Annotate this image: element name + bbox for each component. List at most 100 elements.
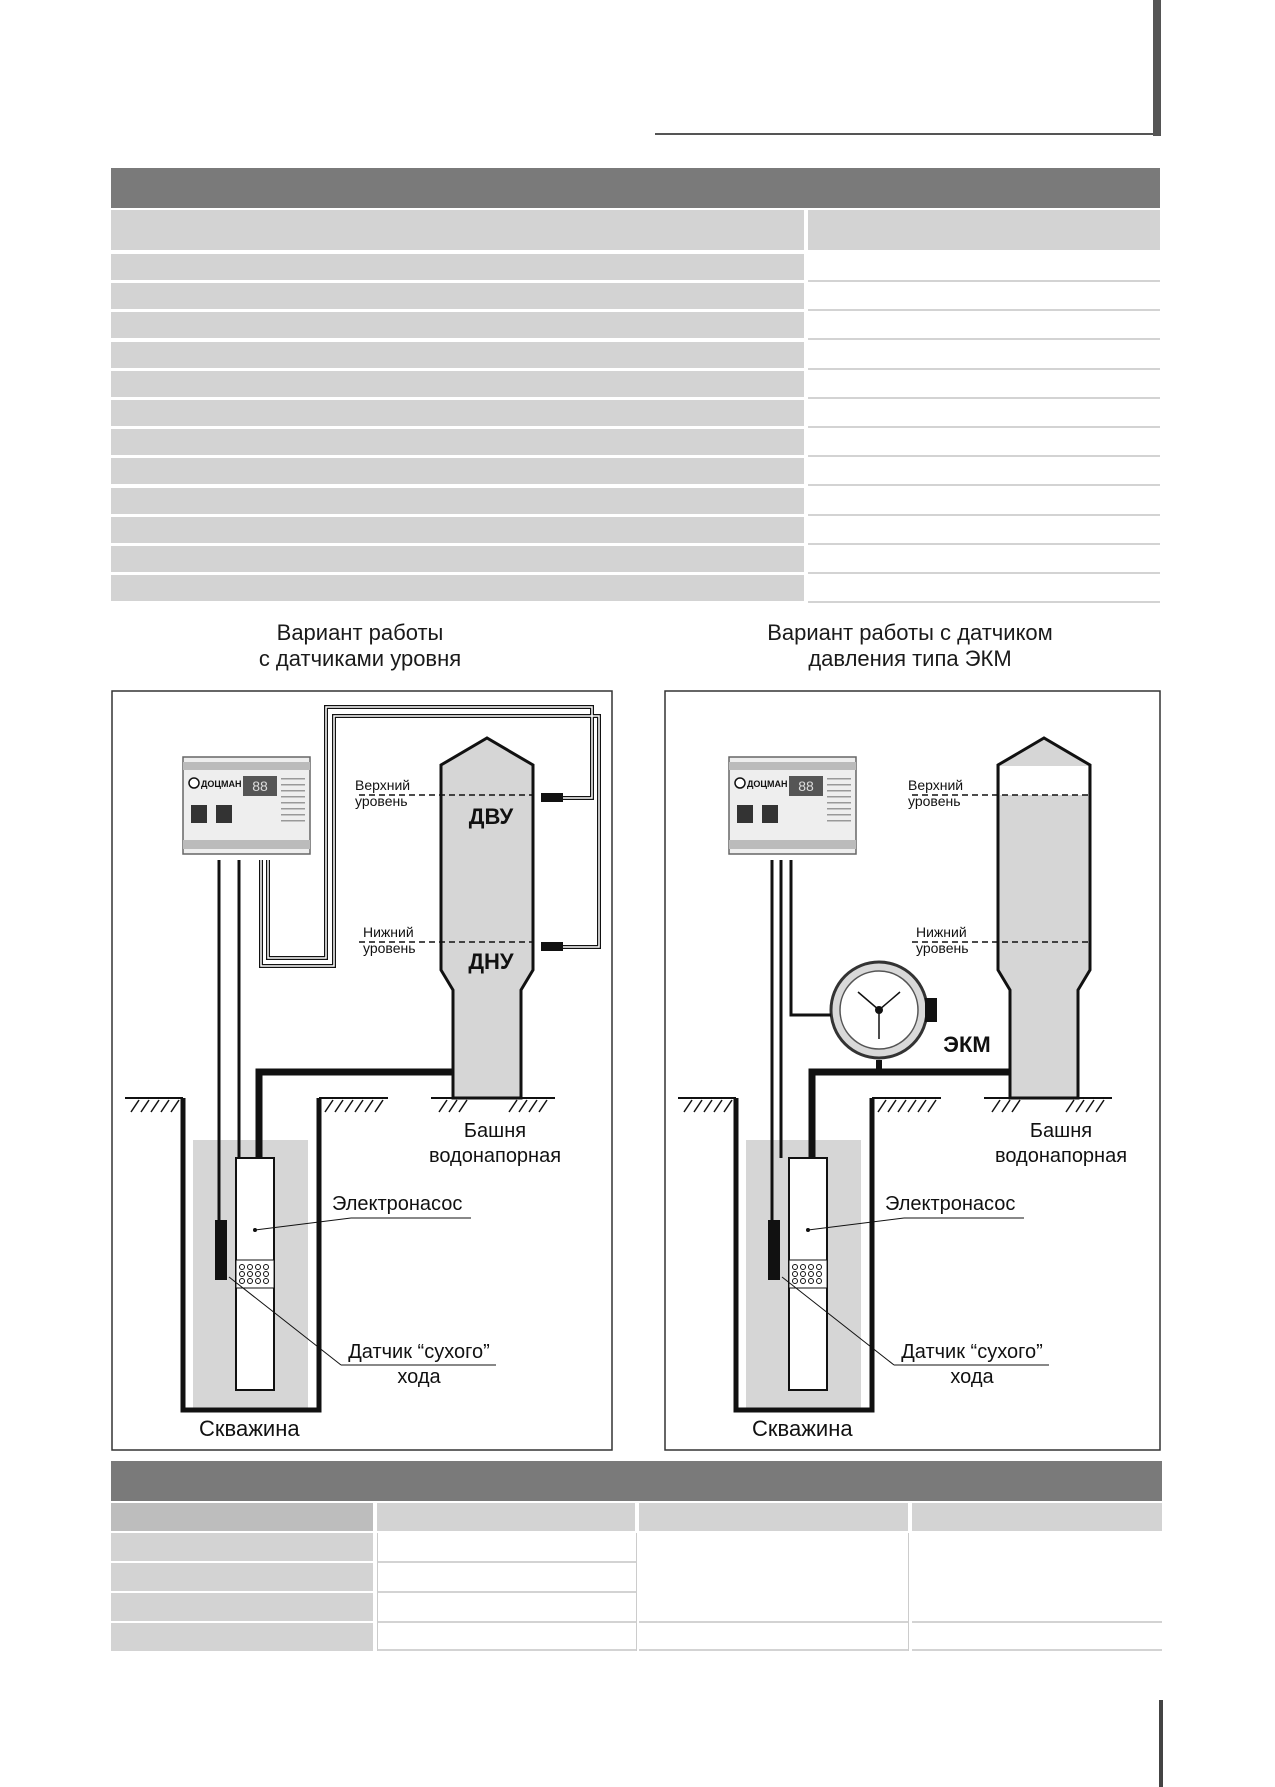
water-tower — [439, 736, 535, 1100]
pressure-sensor-label: ЭКМ — [943, 1032, 990, 1057]
bottom-table-subheader-3 — [639, 1503, 908, 1531]
pump-callout-dot — [253, 1228, 257, 1232]
caption-left-line2: с датчиками уровня — [258, 646, 462, 671]
bottom-table — [111, 1461, 1162, 1651]
top-table-row-label — [111, 546, 804, 572]
top-table-row-value — [808, 458, 1160, 487]
well-walls — [180, 1098, 322, 1413]
device-brand: ДОЦМАН — [201, 779, 241, 789]
dry-run-label-2: хода — [950, 1366, 994, 1388]
pump-callout-dot — [806, 1228, 810, 1232]
bottom-row-1-label — [111, 1533, 373, 1561]
device-display — [243, 776, 277, 796]
intake-holes — [792, 1264, 822, 1284]
upper-level-label: Верхний уровень — [908, 777, 963, 809]
top-table-row-label — [111, 458, 804, 485]
bottom-col3-cells — [639, 1533, 909, 1651]
top-table-row-value — [808, 516, 1160, 545]
lower-level-label-1: Нижний — [363, 924, 414, 940]
top-table-row-value — [808, 400, 1160, 428]
dry-run-sensor — [215, 1220, 227, 1280]
pump-label: Электронасос — [885, 1193, 1015, 1215]
top-table-row-label — [111, 341, 804, 368]
caption-left: Вариант работы с датчиками уровня — [160, 620, 560, 672]
diagram-pressure-sensor: ДОЦМАН 88 Верхний уровень Нижний уровень… — [664, 690, 1161, 1451]
bottom-table-subheader-1 — [111, 1503, 373, 1531]
top-table-row-value — [808, 546, 1160, 574]
water-tower — [996, 736, 1092, 1100]
top-table-header — [111, 168, 1160, 208]
device-display-value: 88 — [798, 778, 814, 794]
dry-run-sensor — [768, 1220, 780, 1280]
pump-label: Электронасос — [332, 1193, 462, 1215]
delivery-pipe — [255, 1068, 453, 1160]
top-table-row-value — [808, 341, 1160, 370]
well-label: Скважина — [752, 1416, 853, 1441]
bottom-row-3-label — [111, 1593, 373, 1621]
tower-label-1: Башня — [1030, 1120, 1092, 1142]
gauge-center — [875, 1006, 883, 1014]
pump-callout — [254, 1217, 352, 1231]
caption-left-line1: Вариант работы — [276, 620, 444, 645]
diagram-level-sensors: ДОЦМАН 88 Верхний уровень Нижний уровень… — [111, 690, 613, 1451]
gauge-needles — [857, 991, 901, 1039]
bottom-row-4-label — [111, 1623, 373, 1651]
dry-run-label-1: Датчик “сухого” — [901, 1341, 1042, 1363]
dry-run-label-1: Датчик “сухого” — [348, 1341, 489, 1363]
bottom-table-header — [111, 1461, 1162, 1501]
tower-air-space — [1000, 766, 1088, 795]
top-table-row-value — [808, 312, 1160, 341]
dry-run-label-2: хода — [397, 1366, 441, 1388]
upper-sensor-label: ДВУ — [469, 804, 514, 829]
lower-sensor-label: ДНУ — [468, 949, 514, 974]
bottom-table-subheader-2 — [377, 1503, 635, 1531]
device-button-1 — [737, 805, 753, 823]
bottom-edge-mark — [1159, 1700, 1163, 1787]
sensor-callout — [228, 1276, 342, 1366]
tower-label-2: водонапорная — [995, 1145, 1127, 1167]
bottom-col2-cells — [377, 1533, 637, 1651]
well-walls — [733, 1098, 875, 1413]
top-table-row-label — [111, 370, 804, 397]
upper-level-label-1: Верхний — [908, 777, 963, 793]
brand-logo-icon — [734, 777, 746, 789]
device-info-lines — [281, 778, 305, 822]
lower-level-label: Нижний уровень — [363, 924, 416, 956]
ground-hatch — [130, 1099, 548, 1113]
tower-label-1: Башня — [464, 1120, 526, 1142]
caption-right-line2: давления типа ЭКМ — [808, 646, 1012, 671]
top-table-row-label — [111, 429, 804, 456]
top-table — [111, 168, 1160, 605]
sensor-callout — [781, 1276, 895, 1366]
device-button-1 — [191, 805, 207, 823]
upper-sensor — [541, 793, 563, 802]
device-button-2 — [216, 805, 232, 823]
well-label: Скважина — [199, 1416, 300, 1441]
top-table-row-label — [111, 283, 804, 310]
device-brand: ДОЦМАН — [747, 779, 787, 789]
top-table-row-label — [111, 516, 804, 543]
lower-sensor — [541, 942, 563, 951]
upper-level-label-2: уровень — [908, 793, 961, 809]
gauge-connector — [925, 998, 937, 1022]
top-table-row-value — [808, 283, 1160, 312]
top-table-row-value — [808, 575, 1160, 604]
top-table-subheader-right — [808, 210, 1160, 250]
top-table-subheader-left — [111, 210, 804, 250]
intake-holes — [239, 1264, 269, 1284]
device-info-lines — [827, 778, 851, 822]
top-edge-mark — [1153, 0, 1161, 136]
caption-right-line1: Вариант работы с датчиком — [767, 620, 1053, 645]
gauge-wire — [789, 860, 831, 1017]
top-table-row-value — [808, 370, 1160, 399]
upper-level-label-1: Верхний — [355, 777, 410, 793]
bottom-row-2-label — [111, 1563, 373, 1591]
top-table-row-label — [111, 575, 804, 602]
lower-level-label-2: уровень — [916, 940, 969, 956]
delivery-pipe — [808, 1068, 1010, 1160]
tower-label-2: водонапорная — [429, 1145, 561, 1167]
top-table-row-value — [808, 487, 1160, 516]
top-rule — [655, 133, 1160, 135]
control-unit: ДОЦМАН 88 — [182, 756, 311, 855]
bottom-table-subheader-4 — [912, 1503, 1162, 1531]
